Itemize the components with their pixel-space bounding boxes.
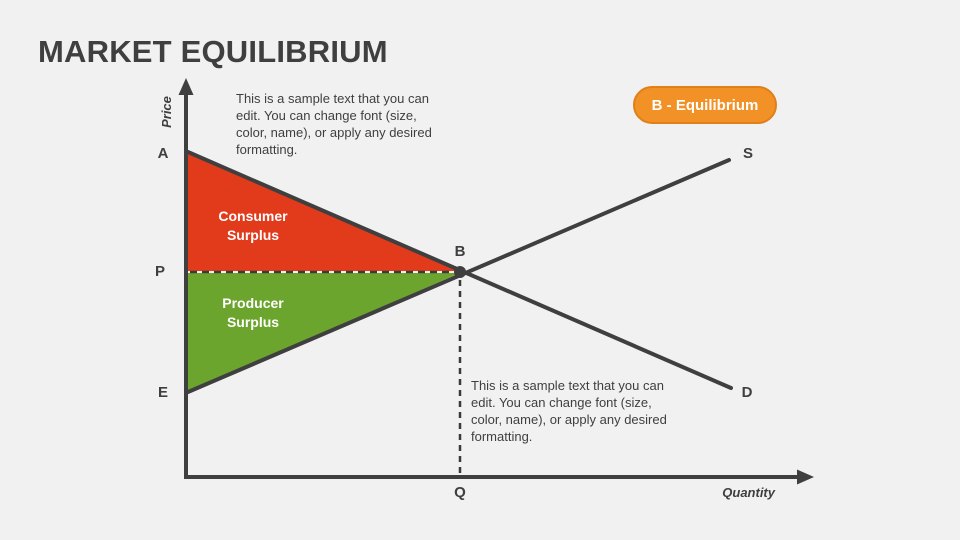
y-axis-arrow-icon: [178, 78, 194, 95]
consumer-surplus-label: Consumer Surplus: [218, 208, 288, 243]
equilibrium-point: [454, 266, 466, 278]
sample-text-top: This is a sample text that you can edit.…: [236, 91, 432, 157]
equilibrium-badge: B - Equilibrium: [633, 86, 777, 124]
equilibrium-badge-label: B - Equilibrium: [651, 96, 759, 114]
point-label-s: S: [742, 145, 753, 162]
point-label-d: D: [741, 384, 753, 401]
producer-surplus-label: Producer Surplus: [222, 295, 284, 330]
x-axis-label: Quantity: [722, 485, 775, 500]
point-label-a: A: [157, 145, 169, 162]
point-label-q: Q: [454, 484, 466, 501]
point-label-e: E: [157, 384, 168, 401]
sample-text-bottom: This is a sample text that you can edit.…: [471, 378, 667, 444]
y-axis-label: Price: [159, 96, 174, 128]
point-label-b: B: [454, 243, 466, 260]
page-title: MARKET EQUILIBRIUM: [38, 33, 388, 69]
point-label-p: P: [154, 263, 165, 280]
x-axis-arrow-icon: [797, 469, 814, 485]
